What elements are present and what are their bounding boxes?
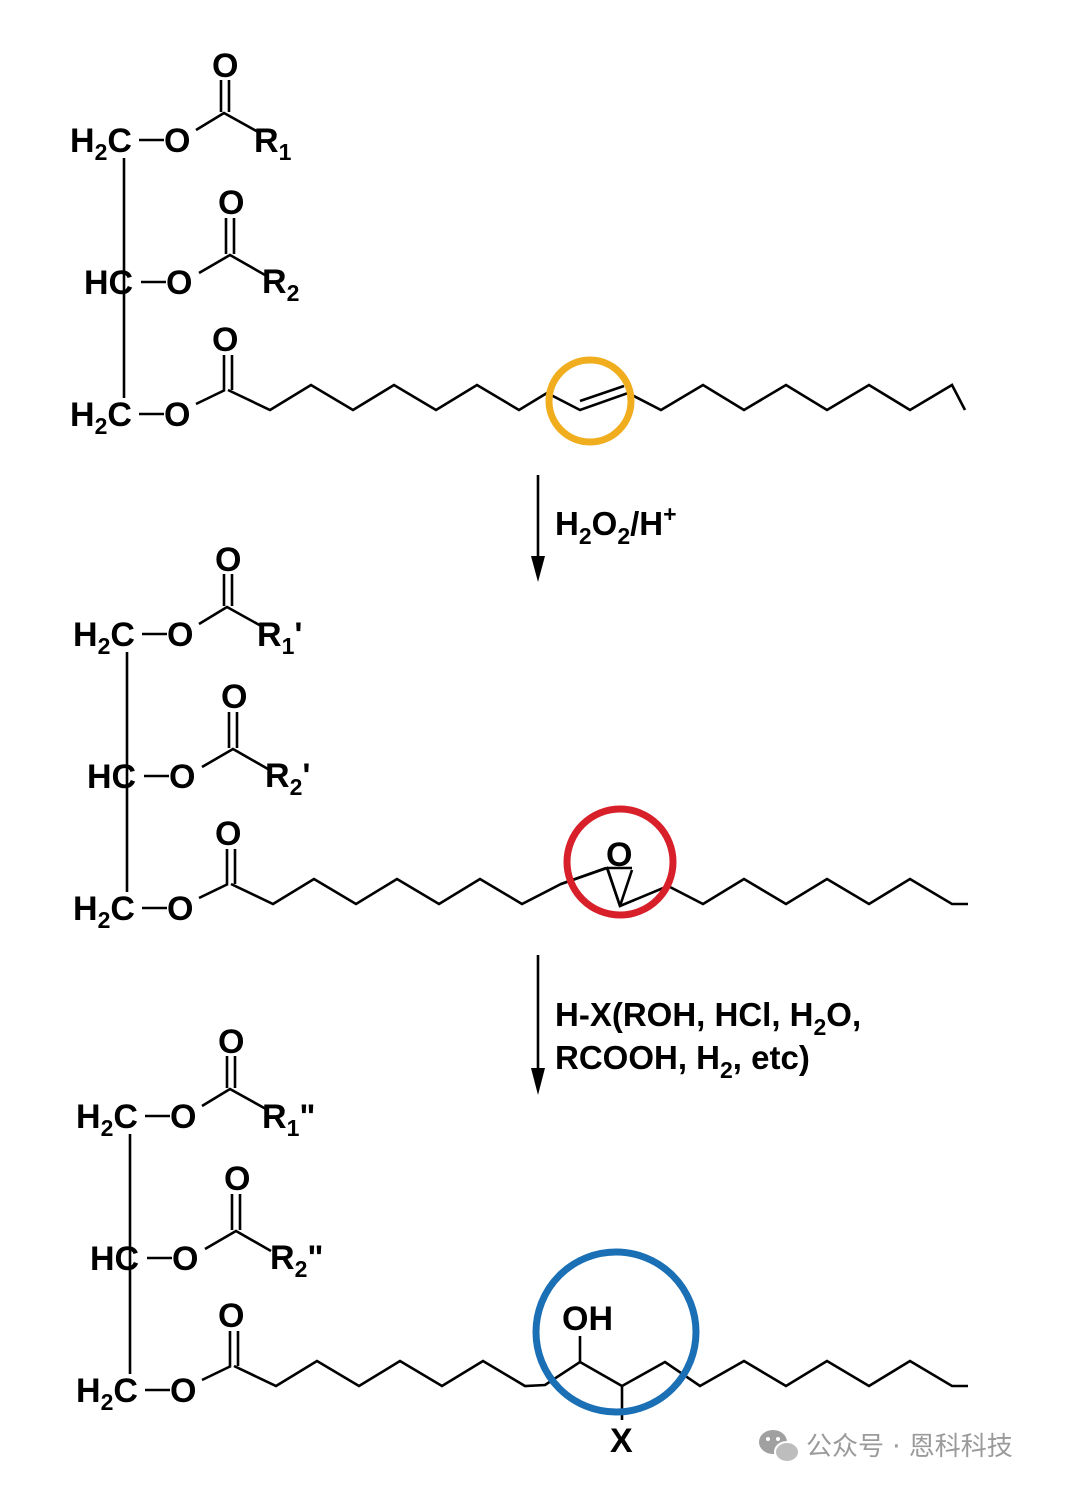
r1-double-prime-label: R1" bbox=[262, 1098, 315, 1141]
watermark-text: 公众号 · 恩科科技 bbox=[806, 1432, 1013, 1462]
ester-oxygen-2: O bbox=[169, 758, 195, 796]
x-substituent-label: X bbox=[610, 1422, 633, 1460]
r1-prime-label: R1' bbox=[257, 616, 302, 659]
h2c-label-2: H2C bbox=[76, 1372, 138, 1415]
reaction-arrow-1 bbox=[531, 475, 545, 582]
hc-label-1: HC bbox=[90, 1240, 139, 1278]
carbonyl-oxygen-1: O bbox=[215, 541, 241, 579]
h2c-label-2: H2C bbox=[70, 396, 132, 439]
double-bond-line bbox=[579, 384, 625, 403]
ester-oxygen-2: O bbox=[166, 264, 192, 302]
carbonyl-oxygen-3: O bbox=[218, 1297, 244, 1335]
r1-label: R1 bbox=[254, 122, 292, 165]
ester-oxygen-3: O bbox=[167, 890, 193, 928]
hc-label-1: HC bbox=[87, 758, 136, 796]
carbonyl-oxygen-2: O bbox=[218, 184, 244, 222]
ester-oxygen-3: O bbox=[164, 396, 190, 434]
epoxide-oxygen: O bbox=[606, 836, 632, 874]
epoxy-chain bbox=[230, 866, 968, 908]
carbonyl-oxygen-3: O bbox=[212, 321, 238, 359]
ester-oxygen-1: O bbox=[164, 122, 190, 160]
r2-prime-label: R2' bbox=[265, 757, 310, 800]
carbonyl-oxygen-3: O bbox=[215, 815, 241, 853]
triglyceride-epoxidized: O H2C O R1' O HC O R2' O H2C O O bbox=[73, 541, 968, 933]
hc-label-1: HC bbox=[84, 264, 133, 302]
hydroxyl-label: OH bbox=[562, 1300, 613, 1338]
r2-double-prime-label: R2" bbox=[270, 1239, 323, 1282]
epoxide-highlight-circle bbox=[563, 805, 677, 919]
alkene-highlight-circle bbox=[545, 356, 635, 446]
carbonyl-oxygen-1: O bbox=[212, 47, 238, 85]
carbonyl-oxygen-2: O bbox=[221, 678, 247, 716]
oleic-chain bbox=[227, 383, 967, 412]
triglyceride-ring-opened: O H2C O R1" O HC O R2" O H2C O OH X bbox=[76, 1023, 968, 1460]
watermark: 公众号 · 恩科科技 bbox=[759, 1430, 1013, 1463]
h2c-label-1: H2C bbox=[73, 616, 135, 659]
wechat-icon bbox=[759, 1430, 800, 1463]
carbonyl-oxygen-1: O bbox=[218, 1023, 244, 1061]
ester-oxygen-2: O bbox=[172, 1240, 198, 1278]
r2-label: R2 bbox=[262, 263, 299, 306]
ester-oxygen-3: O bbox=[170, 1372, 196, 1410]
reaction-arrow-2 bbox=[531, 955, 545, 1095]
triglyceride-unsaturated: O H2C O R1 O HC O R2 O H2C O bbox=[70, 47, 967, 446]
ester-oxygen-1: O bbox=[167, 616, 193, 654]
hydroxy-chain bbox=[233, 1359, 968, 1388]
h2c-label-2: H2C bbox=[73, 890, 135, 933]
h2c-label-1: H2C bbox=[70, 122, 132, 165]
hydroxyl-highlight-circle bbox=[532, 1248, 700, 1416]
ester-oxygen-1: O bbox=[170, 1098, 196, 1136]
h2c-label-1: H2C bbox=[76, 1098, 138, 1141]
condition-hx-line2: RCOOH, H2, etc) bbox=[555, 1039, 810, 1083]
condition-hx-line1: H-X(ROH, HCl, H2O, bbox=[555, 996, 861, 1040]
carbonyl-oxygen-2: O bbox=[224, 1160, 250, 1198]
condition-h2o2-h: H2O2/H+ bbox=[555, 501, 677, 549]
